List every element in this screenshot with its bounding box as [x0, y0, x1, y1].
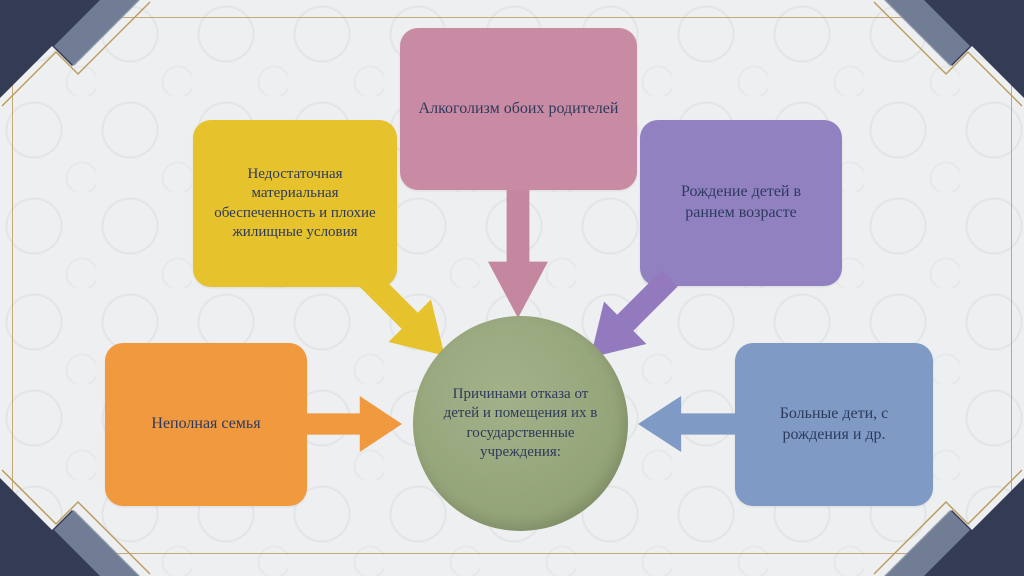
center-circle-label: Причинами отказа от детей и помещения их… [443, 385, 598, 461]
cause-label: Недостаточная материальная обеспеченност… [214, 165, 376, 241]
cause-label: Рождение детей в раннем возрасте [680, 183, 802, 221]
cause-box-parents-alcoholism: Алкоголизм обоих родителей [400, 28, 637, 190]
cause-box-single-parent-family: Неполная семья [105, 343, 307, 506]
center-circle-reasons: Причинами отказа от детей и помещения их… [413, 316, 628, 531]
corner-ornament-top-left [0, 0, 170, 170]
cause-box-material-insecurity: Недостаточная материальная обеспеченност… [193, 120, 397, 287]
chevron-ornament-icon [873, 469, 1024, 576]
chevron-ornament-icon [873, 0, 1024, 107]
arrow-alcoholism-to-center-icon [488, 190, 548, 318]
cause-box-sick-children: Больные дети, с рождения и др. [735, 343, 933, 506]
arrow-sick-children-to-center-icon [638, 396, 736, 452]
cause-label: Неполная семья [151, 415, 261, 433]
cause-box-early-age-birth: Рождение детей в раннем возрасте [640, 120, 842, 286]
corner-ornament-bottom-left [0, 406, 170, 576]
corner-ornament-top-right [854, 0, 1024, 170]
corner-ornament-bottom-right [854, 406, 1024, 576]
arrow-single-parent-to-center-icon [306, 396, 402, 452]
chevron-ornament-icon [0, 469, 151, 576]
cause-label: Больные дети, с рождения и др. [779, 404, 889, 443]
cause-label: Алкоголизм обоих родителей [418, 99, 619, 117]
chevron-ornament-icon [0, 0, 151, 107]
